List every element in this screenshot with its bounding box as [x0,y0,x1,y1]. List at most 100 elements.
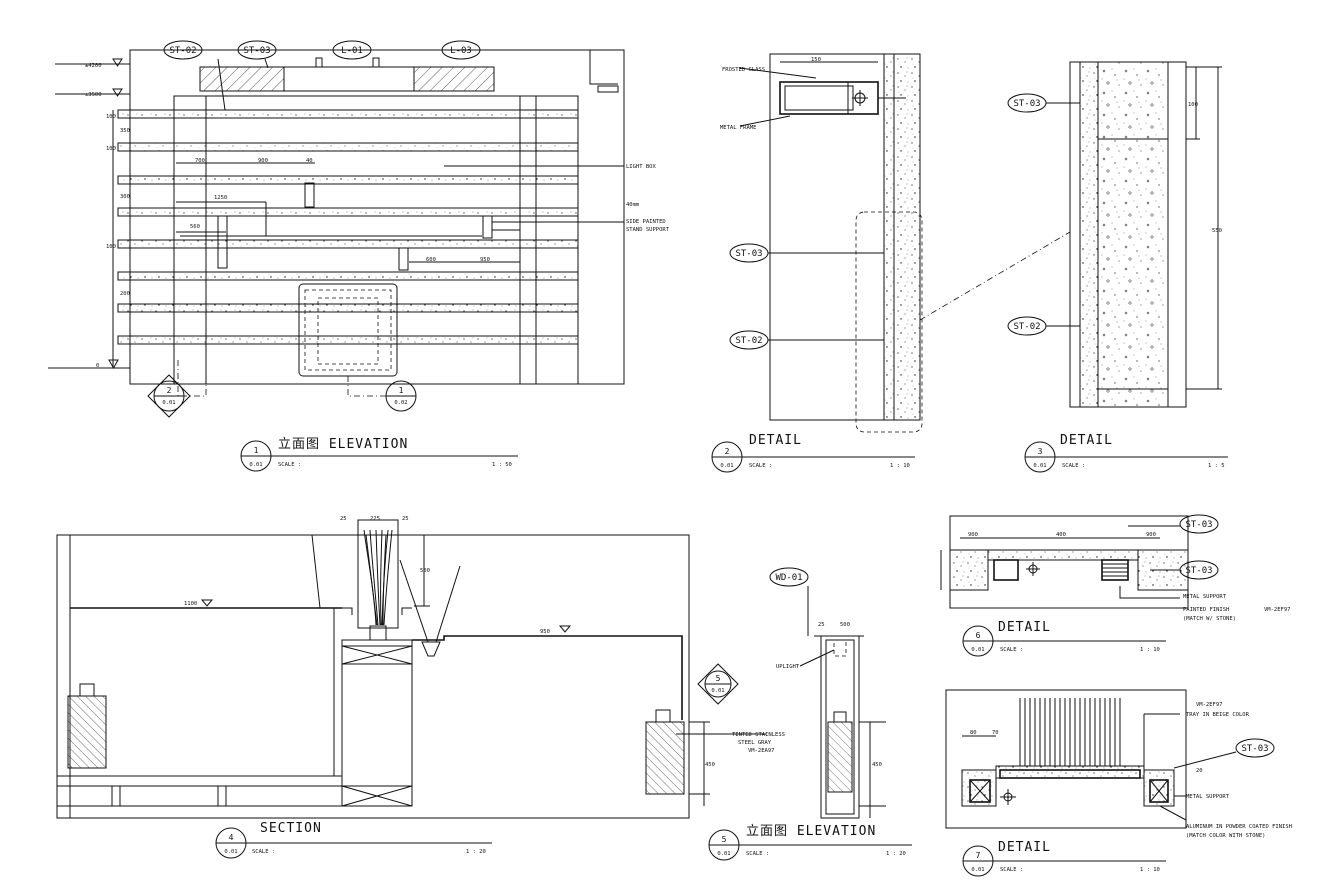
note-light-box: LIGHT BOX [626,164,656,170]
fin-lines [1019,698,1121,766]
dim-450-s4: 450 [705,762,715,768]
ref-1-sheet: 0.02 [394,400,407,406]
tag-l03: L-03 [450,46,472,56]
dim-200-v5: 200 [120,291,130,297]
ref-1-num: 1 [399,386,404,395]
dim-100-v4: 100 [106,244,116,250]
ref-2-num: 2 [167,386,172,395]
view5-sheet: 0.01 [717,851,730,857]
view6-scale-label: SCALE : [1000,647,1023,653]
dim-100: 100 [1188,102,1198,108]
dim-900: 900 [258,158,268,164]
tag-st02-d3: ST-02 [1013,322,1040,332]
dim-150: 150 [811,57,821,63]
note-40mm: 40mm [626,202,640,208]
view4-scale: 1 : 20 [466,849,486,855]
note-frosted-glass: FROSTED GLASS [722,67,765,73]
view7-scale: 1 : 10 [1140,867,1160,873]
note-vm-2ea97: VM-2EA97 [748,748,775,754]
dim-350-v1: 350 [120,128,130,134]
dim-900-d6: 900 [968,532,978,538]
dim-400: 400 [1056,532,1066,538]
view5-num: 5 [722,835,727,844]
section-view-4 [56,519,766,859]
view3-scale-label: SCALE : [1062,463,1085,469]
view2-title: DETAIL [749,433,802,448]
elevation-view-5 [708,567,912,861]
view1-num: 1 [254,446,259,455]
note-match-color: (MATCH COLOR WITH STONE) [1186,833,1265,839]
view2-sheet: 0.01 [720,463,733,469]
tag-st03-d7: ST-03 [1241,744,1268,754]
view4-num: 4 [229,833,234,842]
view2-num: 2 [725,447,730,456]
dim-100-v2: 100 [106,146,116,152]
level-3500: ±3500 [85,92,102,98]
view7-title: DETAIL [998,840,1051,855]
dim-560: 560 [190,224,200,230]
detail-view-7 [945,689,1275,877]
dim-600: 600 [426,257,436,263]
dim-450-e5: 450 [872,762,882,768]
note-vm-2ef97-7: VM-2EF97 [1196,702,1223,708]
dim-300-v3: 300 [120,194,130,200]
dim-950: 950 [480,257,490,263]
view1-title: 立面图 ELEVATION [278,437,408,452]
tag-st03-d6a: ST-03 [1185,520,1212,530]
tag-st03-d3: ST-03 [1013,99,1040,109]
note-stand-support: STAND SUPPORT [626,227,670,233]
dim-70: 70 [992,730,999,736]
view6-sheet: 0.01 [971,647,984,653]
note-vm-2ef97-6: VM-2EF97 [1264,607,1291,613]
view3-num: 3 [1038,447,1043,456]
view4-title: SECTION [260,821,322,836]
dim-50-e5: 500 [840,622,850,628]
dim-25a: 25 [340,516,347,522]
tag-st03-d2: ST-03 [735,249,762,259]
dim-80: 80 [970,730,977,736]
tag-wd01: WD-01 [775,573,802,583]
tag-st03-d6b: ST-03 [1185,566,1212,576]
note-tray: TRAY IN BEIGE COLOR [1186,712,1250,718]
note-side-painted: SIDE PAINTED [626,219,666,225]
tag-st02-d2: ST-02 [735,336,762,346]
level-4200: ±4200 [85,63,102,69]
dim-25-e5: 25 [818,622,825,628]
tag-l01: L-01 [341,46,363,56]
dim-40: 40 [306,158,313,164]
note-painted-finish: PAINTED FINISH [1183,607,1229,613]
note-tinted-2: STEEL GRAY [738,740,772,746]
view4-sheet: 0.01 [224,849,237,855]
view1-scale-label: SCALE : [278,462,301,468]
dim-90-d6: 900 [1146,532,1156,538]
view6-scale: 1 : 10 [1140,647,1160,653]
view7-scale-label: SCALE : [1000,867,1023,873]
tag-st02: ST-02 [169,46,196,56]
ref-2-sheet: 0.01 [162,400,175,406]
view1-sheet: 0.01 [249,462,262,468]
view3-sheet: 0.01 [1033,463,1046,469]
dim-700: 700 [195,158,205,164]
dim-500: 500 [420,568,430,574]
view5-title: 立面图 ELEVATION [746,824,876,839]
detail-view-3 [1007,61,1228,473]
view7-num: 7 [976,851,981,860]
view2-scale: 1 : 10 [890,463,910,469]
note-metal-support-7: METAL SUPPORT [1186,794,1230,800]
view3-title: DETAIL [1060,433,1113,448]
note-uplight: UPLIGHT [776,664,800,670]
dim-225: 225 [370,516,380,522]
view5-scale-label: SCALE : [746,851,769,857]
dim-20: 20 [1196,768,1203,774]
view2-scale-label: SCALE : [749,463,772,469]
view5-scale: 1 : 20 [886,851,906,857]
dim-550: 550 [1212,228,1222,234]
view1-scale: 1 : 50 [492,462,512,468]
note-metal-frame: METAL FRAME [720,125,756,131]
detail-view-6 [940,514,1219,657]
note-match-stone: (MATCH W/ STONE) [1183,616,1236,622]
view7-sheet: 0.01 [971,867,984,873]
tag-st03: ST-03 [243,46,270,56]
glass-fins [363,529,393,626]
